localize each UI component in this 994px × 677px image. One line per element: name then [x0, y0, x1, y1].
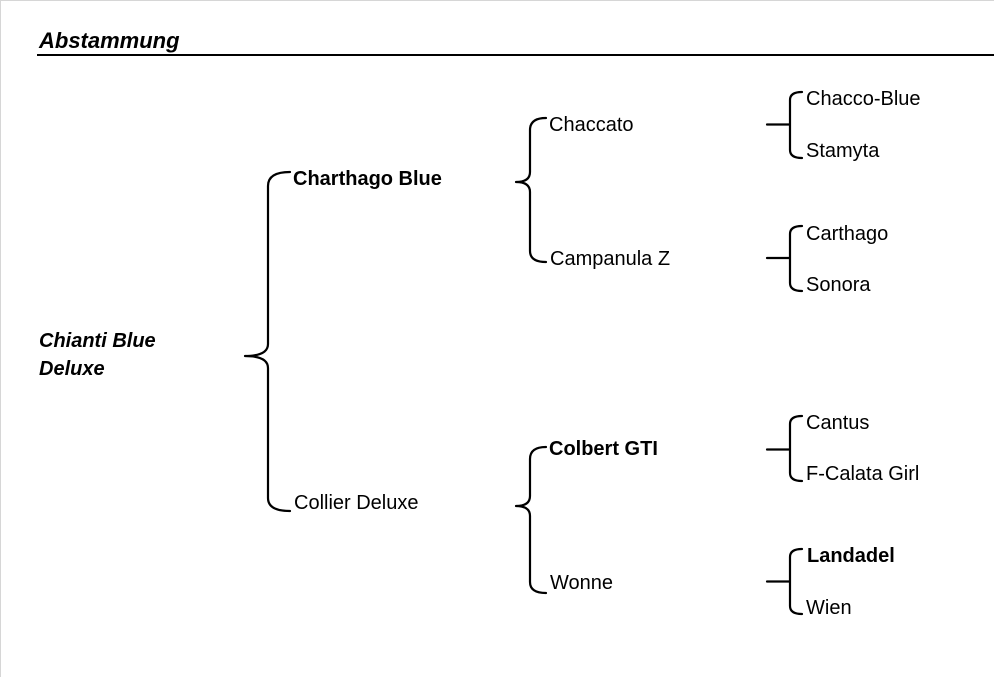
node-dam-sire-sire: Cantus [806, 412, 870, 434]
node-dam: Collier Deluxe [294, 492, 419, 514]
node-sire-dam-dam: Sonora [806, 274, 871, 296]
node-subject-line2: Deluxe [39, 358, 105, 380]
node-dam-dam-dam: Wien [806, 597, 852, 619]
node-subject-line1: Chianti Blue [39, 330, 156, 352]
node-subject: Chianti Blue Deluxe [39, 327, 156, 383]
node-dam-dam: Wonne [550, 572, 614, 594]
node-sire-sire-dam: Stamyta [806, 140, 880, 162]
bracket-sire-sire-parents [765, 90, 804, 160]
node-sire: Charthago Blue [293, 168, 442, 190]
node-dam-sire-dam: F-Calata Girl [806, 463, 920, 485]
brace-generation-1 [243, 170, 292, 513]
brace-sire-parents [514, 116, 548, 264]
node-dam-dam-sire: Landadel [807, 545, 895, 567]
node-sire-dam-sire: Carthago [806, 223, 889, 245]
node-dam-sire: Colbert GTI [549, 438, 658, 460]
bracket-sire-dam-parents [765, 224, 804, 293]
brace-dam-parents [514, 445, 548, 595]
node-sire-sire-sire: Chacco-Blue [806, 88, 921, 110]
bracket-dam-dam-parents [765, 547, 804, 616]
page-title: Abstammung [39, 28, 180, 53]
bracket-dam-sire-parents [765, 414, 804, 483]
node-sire-dam: Campanula Z [550, 248, 671, 270]
title-underline [37, 54, 994, 56]
node-sire-sire: Chaccato [549, 114, 634, 136]
